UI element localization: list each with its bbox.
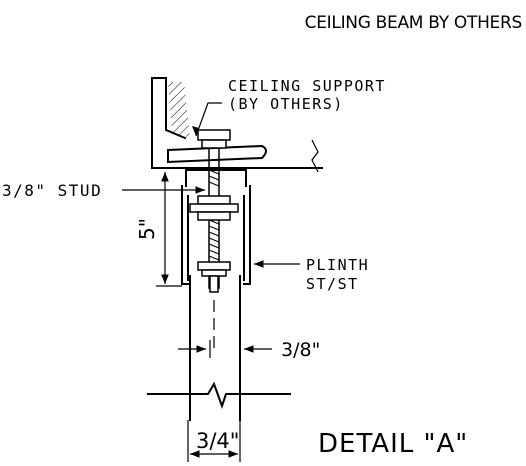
height-dim-label: 5" [135,218,159,240]
width-dim-label: 3/4" [196,429,239,453]
gap-dim-label: 3/8" [281,339,320,361]
height-dimension [156,167,208,287]
detail-title: DETAIL "A" [318,429,468,459]
ceiling-beam-label: CEILING BEAM BY OTHERS [305,13,522,33]
plinth-label-line1: PLINTH [306,256,369,274]
width-dimension [187,420,241,462]
ceiling-support-label-line1: CEILING SUPPORT [228,77,386,95]
stud-label: 3/8" STUD [2,181,102,200]
plinth-channel [181,169,251,285]
nuts-washers [189,129,239,277]
plinth-post [147,275,291,421]
plinth-label-line2: ST/ST [306,275,359,293]
ceiling-angle-beam [151,77,323,173]
gap-dimension [178,340,272,358]
ceiling-support-label-line2: (BY OTHERS) [228,95,344,113]
ceiling-support-leader [192,102,222,137]
ceiling-support-plate [167,144,267,164]
